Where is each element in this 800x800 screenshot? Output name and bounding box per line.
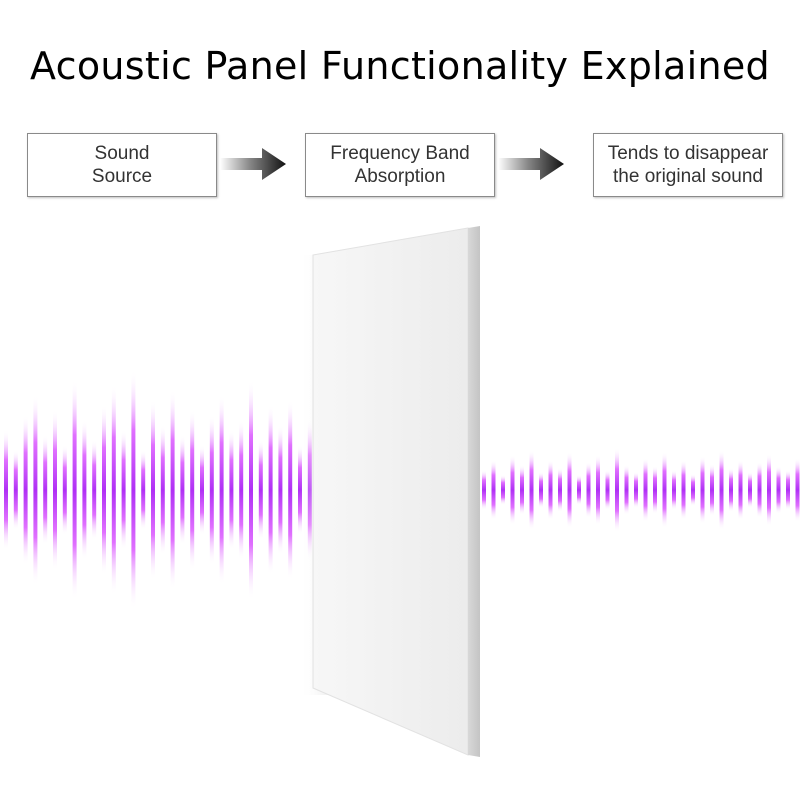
wave-bar — [249, 380, 253, 600]
step-frequency-line1: Frequency Band — [330, 143, 470, 164]
wave-bar — [700, 456, 705, 524]
wave-bar — [82, 420, 87, 560]
wave-bar — [710, 464, 714, 516]
wave-bar — [268, 405, 273, 575]
wave-bar — [586, 462, 591, 518]
wave-bar — [491, 460, 496, 520]
wave-bar — [577, 475, 581, 505]
wave-bar — [170, 390, 175, 590]
wave-bar — [776, 466, 781, 514]
step-sound-source: Sound Source — [27, 133, 217, 197]
step-disappear-line2: the original sound — [613, 166, 763, 187]
wave-bar — [615, 448, 619, 532]
wave-bar — [558, 468, 562, 512]
step-sound-source-line1: Sound — [94, 143, 150, 164]
wave-bar — [605, 470, 610, 510]
acoustic-panel — [300, 226, 480, 757]
wave-bar — [729, 468, 733, 512]
wave-bar — [662, 452, 667, 528]
wave-bar — [258, 440, 263, 540]
wave-bar — [520, 465, 524, 515]
wave-bar — [501, 475, 505, 505]
wave-bar — [643, 458, 648, 522]
wave-bar — [209, 415, 214, 565]
right-arrow-icon — [220, 148, 286, 180]
wave-bar — [748, 472, 752, 508]
step-frequency-band-absorption: Frequency Band Absorption — [305, 133, 495, 197]
wave-bar — [482, 470, 486, 510]
wave-bar — [33, 395, 38, 585]
wave-bar — [219, 395, 224, 585]
wave-bar — [13, 450, 18, 530]
wave-bar — [141, 450, 146, 530]
wave-bar — [672, 470, 676, 510]
wave-bar — [757, 462, 762, 518]
wave-bar — [43, 435, 48, 545]
wave-bar — [151, 400, 155, 580]
wave-bar — [278, 425, 283, 555]
wave-bar — [767, 454, 771, 526]
wave-bar — [653, 466, 657, 514]
wave-bar — [121, 430, 126, 550]
wave-bar — [72, 380, 77, 600]
wave-bar — [288, 400, 293, 580]
sound-wave-before-panel — [4, 370, 351, 610]
wave-bar — [529, 450, 534, 530]
wave-bar — [719, 450, 724, 530]
sound-wave-after-panel — [482, 448, 800, 532]
wave-bar — [160, 425, 165, 555]
diagram-title: Acoustic Panel Functionality Explained — [30, 44, 770, 88]
wave-bar — [539, 472, 543, 508]
wave-bar — [510, 455, 515, 525]
wave-bar — [23, 415, 28, 565]
wave-bar — [131, 370, 136, 610]
wave-bar — [92, 440, 97, 540]
wave-bar — [691, 474, 695, 506]
wave-bar — [190, 410, 195, 570]
wave-bar — [111, 385, 116, 595]
wave-bar — [102, 405, 106, 575]
wave-bar — [596, 455, 600, 525]
wave-bar — [634, 472, 638, 508]
wave-bar — [200, 445, 204, 535]
step-disappear-line1: Tends to disappear — [607, 143, 769, 164]
wave-bar — [239, 420, 244, 560]
wave-bar — [567, 452, 572, 528]
right-arrow-icon — [498, 148, 564, 180]
wave-bar — [229, 430, 234, 550]
step-frequency-line2: Absorption — [354, 166, 446, 187]
wave-bar — [624, 465, 629, 515]
wave-bar — [738, 460, 743, 520]
wave-bar — [786, 470, 790, 510]
wave-bar — [62, 445, 67, 535]
step-sound-source-line2: Source — [91, 166, 153, 187]
wave-bar — [681, 460, 686, 520]
wave-bar — [795, 458, 800, 522]
step-disappear-original-sound: Tends to disappear the original sound — [593, 133, 783, 197]
wave-bar — [53, 410, 57, 570]
wave-bar — [548, 460, 553, 520]
wave-bar — [4, 430, 8, 550]
wave-bar — [180, 435, 185, 545]
